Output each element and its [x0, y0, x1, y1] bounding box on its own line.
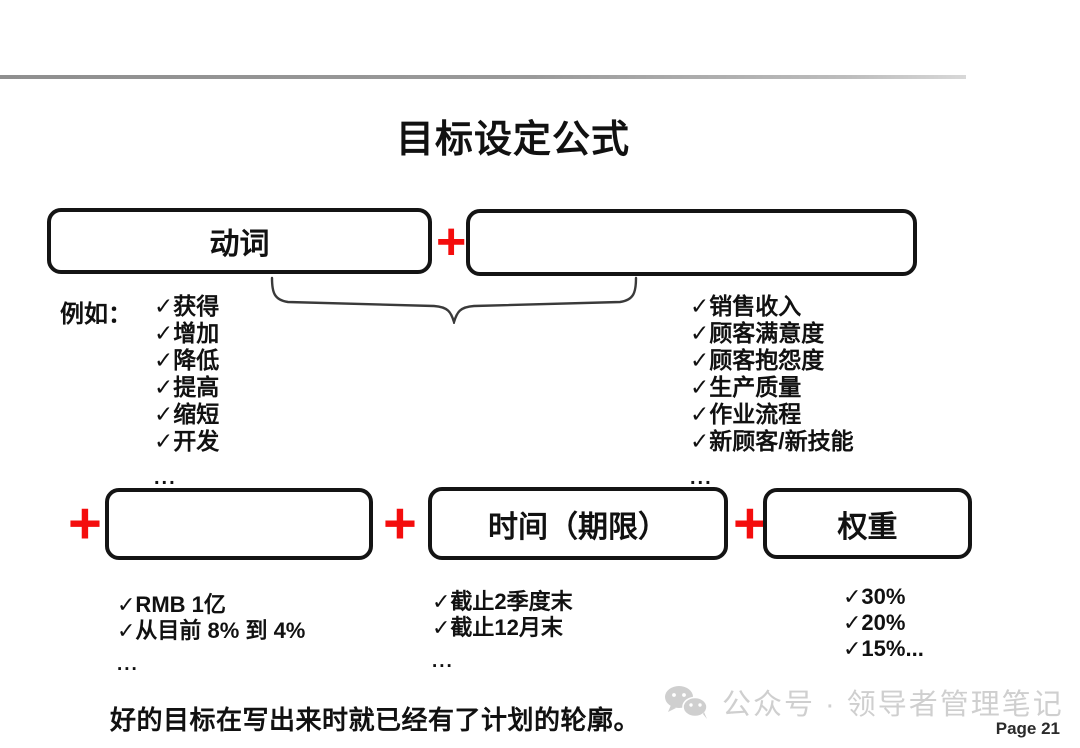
value-example-list: ✓RMB 1亿 ✓从目前 8% 到 4% ...	[117, 592, 305, 678]
list-item: ✓顾客满意度	[690, 320, 825, 346]
weight-box[interactable]: 权重	[763, 488, 972, 559]
list-item: ✓截止12月末	[432, 615, 563, 640]
list-item: ✓增加	[154, 320, 220, 346]
watermark-text: 公众号 · 领导者管理笔记	[722, 689, 1064, 721]
list-ellipsis: ...	[690, 467, 713, 489]
weight-box-label: 权重	[837, 510, 898, 544]
target-box[interactable]	[466, 209, 917, 276]
list-item: ✓新顾客/新技能	[690, 428, 854, 454]
verb-box[interactable]: 动词	[47, 208, 432, 274]
list-item: ✓30%	[843, 584, 906, 609]
time-box[interactable]: 时间（期限）	[428, 487, 728, 560]
list-ellipsis: ...	[432, 651, 454, 672]
list-item: ✓截止2季度末	[432, 589, 573, 614]
list-item: ✓20%	[843, 610, 906, 635]
weight-example-list: ✓30% ✓20% ✓15%...	[843, 584, 924, 662]
list-item: ✓作业流程	[690, 401, 802, 427]
header-divider	[0, 75, 966, 79]
list-item: ✓生产质量	[690, 374, 802, 400]
list-item: ✓顾客抱怨度	[690, 347, 825, 373]
list-item: ✓获得	[154, 293, 220, 319]
list-item: ✓缩短	[154, 401, 220, 427]
page-number: Page 21	[995, 719, 1060, 738]
time-example-list: ✓截止2季度末 ✓截止12月末 ...	[432, 589, 573, 675]
target-example-list: ✓销售收入 ✓顾客满意度 ✓顾客抱怨度 ✓生产质量 ✓作业流程 ✓新顾客/新技能…	[690, 293, 854, 492]
list-item: ✓从目前 8% 到 4%	[117, 618, 306, 643]
list-ellipsis: ...	[117, 654, 139, 675]
plus-sign-4: +	[733, 491, 767, 556]
verb-example-list: ✓获得 ✓增加 ✓降低 ✓提高 ✓缩短 ✓开发 ...	[154, 293, 219, 492]
plus-sign-3: +	[383, 491, 417, 556]
plus-sign-2: +	[68, 491, 102, 556]
page-title: 目标设定公式	[395, 119, 630, 161]
slide-caption: 好的目标在写出来时就已经有了计划的轮廓。	[110, 705, 641, 735]
list-item: ✓开发	[154, 428, 220, 454]
example-label: 例如：	[60, 301, 132, 328]
wechat-icon	[665, 686, 708, 719]
time-box-label: 时间（期限）	[488, 510, 668, 544]
brace-icon	[270, 276, 638, 324]
verb-box-label: 动词	[209, 228, 270, 261]
watermark: 公众号 · 领导者管理笔记	[664, 681, 1064, 723]
plus-sign-1: +	[436, 213, 467, 271]
list-item: ✓RMB 1亿	[117, 592, 226, 617]
value-box[interactable]	[105, 488, 373, 560]
list-item: ✓销售收入	[690, 293, 802, 319]
list-item: ✓降低	[154, 347, 220, 373]
list-item: ✓15%...	[843, 636, 924, 661]
list-ellipsis: ...	[154, 467, 177, 489]
list-item: ✓提高	[154, 374, 220, 400]
